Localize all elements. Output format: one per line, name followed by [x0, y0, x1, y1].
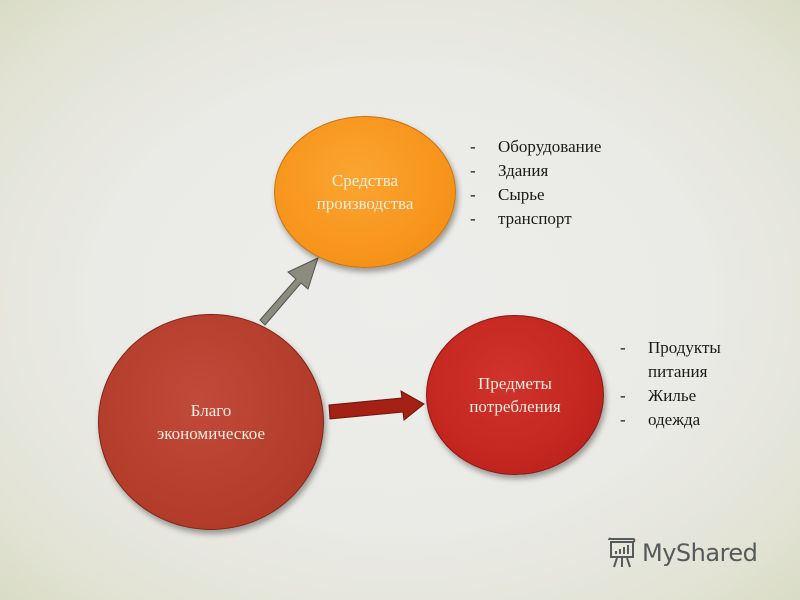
node-label-line2: производства — [316, 194, 414, 213]
list-item: -Здания — [470, 161, 549, 180]
node-label-line2: экономическое — [156, 424, 266, 443]
means-of-production-list: -Оборудование -Здания -Сырье -транспорт — [470, 135, 601, 231]
node-economic-good: Благо экономическое — [98, 314, 324, 530]
list-item: -Оборудование — [470, 137, 602, 156]
node-label-line1: Благо — [190, 401, 232, 420]
list-item: -Продукты — [620, 338, 721, 357]
list-item: -Жилье — [620, 386, 697, 405]
arrow-to-consumer-icon — [328, 390, 425, 421]
consumer-goods-list: -Продукты питания -Жилье -одежда — [620, 336, 721, 432]
node-means-of-production: Средства производства — [274, 116, 456, 268]
presentation-board-icon — [608, 537, 636, 568]
node-label-line2: потребления — [469, 397, 561, 416]
list-item-continuation: питания — [648, 362, 708, 381]
list-item: -Сырье — [470, 185, 545, 204]
watermark-text: MyShared — [642, 539, 758, 567]
watermark: MyShared — [606, 537, 758, 569]
list-item: -одежда — [620, 410, 701, 429]
arrow-to-means-icon — [259, 257, 319, 326]
node-label-line1: Средства — [331, 171, 399, 190]
node-label-line1: Предметы — [478, 374, 552, 393]
list-item: -транспорт — [470, 209, 572, 228]
node-consumer-goods: Предметы потребления — [426, 315, 604, 475]
